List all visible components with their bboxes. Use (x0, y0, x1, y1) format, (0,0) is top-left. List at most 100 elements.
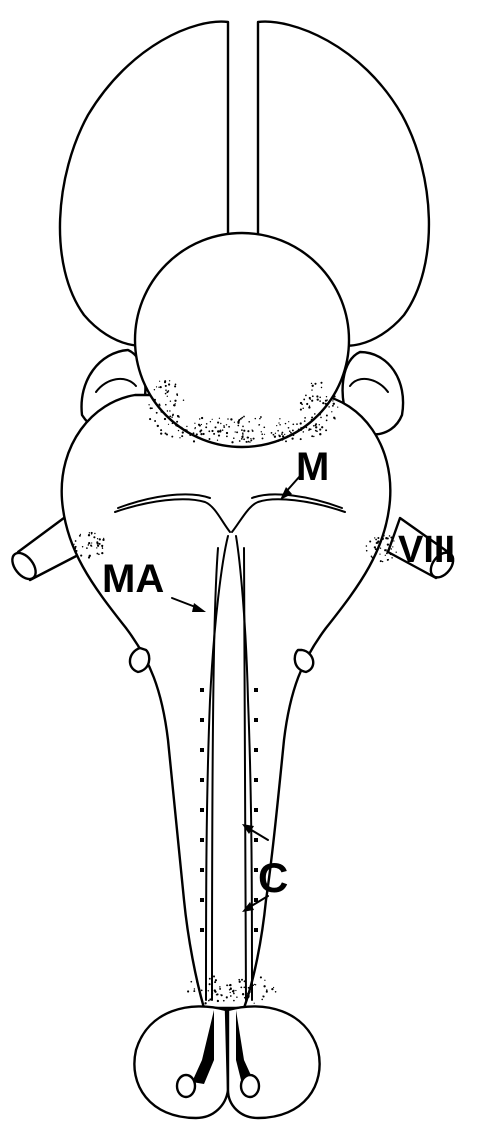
stipple-dot (154, 420, 156, 422)
stipple-dot (319, 433, 321, 435)
stipple-dot (308, 406, 310, 408)
stipple-dot (183, 400, 184, 401)
stipple-dot (253, 438, 255, 440)
stipple-dot (305, 395, 307, 397)
stipple-dot (278, 422, 279, 423)
stipple-dot (249, 991, 251, 993)
collateral-dot (254, 688, 258, 692)
stipple-dot (333, 395, 335, 397)
stipple-dot (158, 387, 159, 388)
stipple-dot (332, 405, 334, 407)
collateral-dot (200, 838, 204, 842)
stipple-dot (261, 431, 262, 432)
stipple-dot (231, 441, 233, 443)
stipple-dot (86, 547, 88, 549)
stipple-dot (298, 428, 299, 429)
stipple-dot (304, 417, 306, 419)
stipple-dot (300, 402, 302, 404)
stipple-dot (303, 431, 305, 433)
stipple-dot (274, 436, 276, 438)
stipple-dot (321, 426, 323, 428)
stipple-dot (233, 437, 235, 439)
stipple-dot (154, 389, 155, 390)
stipple-dot (230, 995, 232, 997)
stipple-dot (293, 435, 294, 436)
stipple-dot (243, 416, 245, 418)
stipple-dot (250, 438, 251, 439)
stipple-dot (383, 535, 384, 536)
stipple-dot (99, 543, 101, 545)
stipple-dot (371, 557, 373, 559)
stipple-dot (169, 416, 171, 418)
stipple-dot (314, 383, 316, 385)
stipple-dot (193, 440, 195, 442)
stipple-dot (169, 380, 170, 381)
stipple-dot (219, 418, 220, 419)
stipple-dot (165, 415, 166, 416)
stipple-dot (89, 532, 90, 533)
stipple-dot (239, 981, 241, 983)
stipple-dot (392, 546, 393, 547)
stipple-dot (247, 437, 249, 439)
stipple-dot (188, 432, 190, 434)
stipple-dot (276, 425, 277, 426)
stipple-dot (165, 393, 167, 395)
stipple-dot (167, 410, 168, 411)
stipple-dot (222, 429, 224, 431)
stipple-dot (389, 535, 391, 537)
stipple-dot (247, 996, 249, 998)
stipple-dot (164, 380, 166, 382)
stipple-dot (214, 426, 216, 428)
stipple-dot (193, 432, 195, 434)
stipple-dot (96, 547, 97, 548)
stipple-dot (273, 434, 275, 436)
stipple-dot (227, 418, 229, 420)
stipple-dot (311, 389, 312, 390)
stipple-dot (279, 424, 281, 426)
stipple-dot (255, 418, 256, 419)
stipple-dot (334, 418, 335, 419)
stipple-dot (196, 433, 198, 435)
stipple-dot (247, 441, 248, 442)
stipple-dot (379, 554, 380, 555)
stipple-dot (304, 420, 306, 422)
stipple-dot (150, 407, 152, 409)
stipple-dot (168, 383, 170, 385)
stipple-dot (240, 987, 242, 989)
stipple-dot (277, 430, 279, 432)
stipple-dot (249, 441, 251, 443)
stipple-dot (325, 403, 327, 405)
stipple-dot (311, 435, 313, 437)
stipple-dot (193, 990, 195, 992)
stipple-dot (275, 991, 277, 993)
stipple-dot (214, 991, 216, 993)
stipple-dot (199, 418, 200, 419)
stipple-dot (236, 996, 238, 998)
stipple-dot (387, 551, 389, 553)
stipple-dot (264, 434, 265, 435)
stipple-dot (396, 552, 397, 553)
collateral-dot (200, 868, 204, 872)
stipple-dot (223, 1000, 225, 1002)
stipple-dot (215, 979, 217, 981)
stipple-dot (385, 555, 386, 556)
stipple-dot (380, 548, 381, 549)
stipple-dot (79, 535, 81, 537)
stipple-dot (314, 413, 316, 415)
label-c: C (258, 854, 288, 901)
stipple-dot (217, 440, 218, 441)
stipple-dot (179, 437, 180, 438)
stipple-dot (186, 429, 187, 430)
stipple-dot (154, 399, 156, 401)
stipple-dot (287, 435, 289, 437)
stipple-dot (241, 417, 243, 419)
collateral-dot (200, 808, 204, 812)
stipple-dot (366, 550, 368, 552)
stipple-dot (212, 419, 213, 420)
stipple-dot (271, 432, 273, 434)
stipple-dot (88, 534, 90, 536)
stipple-dot (75, 550, 77, 552)
stipple-dot (250, 439, 252, 441)
stipple-dot (164, 418, 166, 420)
stipple-dot (248, 987, 250, 989)
